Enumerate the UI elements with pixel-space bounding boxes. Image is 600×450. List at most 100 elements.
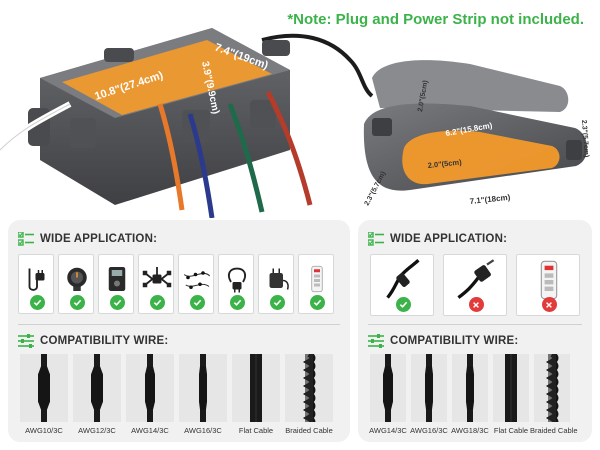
light-string-icon — [183, 271, 211, 290]
wire-tile — [534, 354, 570, 422]
red-cable — [265, 90, 313, 206]
wire-tile — [179, 354, 227, 422]
dim-small-inner-width: 2.0"(5cm) — [427, 157, 462, 170]
sliders-icon — [368, 334, 384, 348]
check-badge-icon — [269, 295, 285, 310]
wire-label: AWG10/3C — [25, 426, 63, 435]
extension-cord-icon — [386, 259, 420, 299]
round-timer-icon — [67, 267, 87, 291]
application-tile — [298, 254, 334, 314]
cable-icon — [425, 354, 433, 422]
left-application-heading: WIDE APPLICATION: — [18, 232, 157, 246]
wire-label: AWG18/3C — [451, 426, 489, 435]
application-tile — [58, 254, 94, 314]
cable-icon — [383, 354, 393, 422]
cable-icon — [466, 354, 474, 422]
wire-label: Flat Cable — [238, 426, 274, 435]
wire-label: AWG12/3C — [78, 426, 116, 435]
application-tile — [18, 254, 54, 314]
checklist-icon — [368, 232, 384, 246]
right-application-title: WIDE APPLICATION: — [390, 233, 508, 245]
cable-icon — [250, 354, 262, 422]
check-badge-icon — [109, 295, 125, 310]
wire-label: AWG16/3C — [184, 426, 222, 435]
wire-tile — [20, 354, 68, 422]
wall-charger-icon — [269, 268, 289, 290]
reject-badge-icon — [468, 297, 484, 312]
wire-tile — [126, 354, 174, 422]
check-badge-icon — [309, 295, 325, 310]
white-cable-outline — [0, 103, 71, 151]
small-cord-box — [363, 60, 588, 191]
cable-icon — [145, 354, 155, 422]
check-badge-icon — [149, 295, 165, 310]
application-tile — [218, 254, 254, 314]
wire-label: Braided Cable — [530, 426, 578, 435]
cable-icon — [38, 354, 50, 422]
dim-small-length: 7.1"(18cm) — [469, 193, 511, 206]
multi-outlet-splitter-icon — [142, 267, 172, 288]
power-strip-icon — [540, 260, 558, 300]
wire-label: Flat Cable — [493, 426, 529, 435]
application-tile — [98, 254, 134, 314]
wire-tile — [370, 354, 406, 422]
power-strip-icon — [311, 265, 323, 293]
small-box-highlight — [402, 130, 560, 185]
wire-label: AWG16/3C — [410, 426, 448, 435]
right-compatibility-panel: WIDE APPLICATION: COMPATIBILITY WIRE: AW… — [358, 220, 592, 442]
top-handle — [104, 48, 134, 62]
wire-tile — [73, 354, 121, 422]
check-badge-icon — [29, 295, 45, 310]
left-compatibility-panel: WIDE APPLICATION: COMPATIBILITY WIRE: AW… — [8, 220, 350, 442]
check-badge-icon — [69, 295, 85, 310]
right-compat-title: COMPATIBILITY WIRE: — [390, 335, 519, 347]
cable-icon — [505, 354, 517, 422]
wire-tile — [232, 354, 280, 422]
cable-icon — [199, 354, 207, 422]
interior-highlight — [62, 40, 272, 115]
reject-badge-icon — [541, 297, 557, 312]
cable-icon — [91, 354, 103, 422]
disclaimer-note: *Note: Plug and Power Strip not included… — [287, 11, 584, 28]
wire-tile — [285, 354, 333, 422]
plug-adapter-icon — [28, 268, 45, 291]
wire-tile — [452, 354, 488, 422]
application-tile — [178, 254, 214, 314]
application-tile — [138, 254, 174, 314]
right-divider — [368, 324, 582, 325]
application-tile — [443, 254, 507, 316]
right-application-heading: WIDE APPLICATION: — [368, 232, 507, 246]
check-badge-icon — [395, 297, 411, 312]
application-tile — [370, 254, 434, 316]
check-badge-icon — [229, 295, 245, 310]
dim-small-height: 2.3"(5.7cm) — [580, 120, 590, 158]
left-divider — [18, 324, 340, 325]
right-handle — [262, 40, 290, 56]
plug-head-icon — [457, 259, 495, 299]
green-cable — [227, 103, 265, 213]
sliders-icon — [18, 334, 34, 348]
left-application-title: WIDE APPLICATION: — [40, 233, 158, 245]
blue-cable — [187, 113, 215, 218]
left-compat-heading: COMPATIBILITY WIRE: — [18, 334, 168, 348]
right-compat-heading: COMPATIBILITY WIRE: — [368, 334, 518, 348]
digital-timer-icon — [108, 267, 126, 291]
application-tile — [516, 254, 580, 316]
black-power-cord — [261, 33, 374, 98]
wire-tile — [411, 354, 447, 422]
orange-cable — [157, 103, 185, 211]
cable-icon — [545, 354, 559, 422]
power-adapter-icon — [228, 267, 246, 293]
wire-tile — [493, 354, 529, 422]
product-hero: 10.8"(27.4cm) 7.4"(19cm) 3.9"(9.9cm) 2.0… — [0, 28, 590, 218]
cable-icon — [302, 354, 316, 422]
wire-label: AWG14/3C — [131, 426, 169, 435]
wire-label: Braided Cable — [285, 426, 333, 435]
check-badge-icon — [189, 295, 205, 310]
left-compat-title: COMPATIBILITY WIRE: — [40, 335, 169, 347]
wire-label: AWG14/3C — [369, 426, 407, 435]
checklist-icon — [18, 232, 34, 246]
application-tile — [258, 254, 294, 314]
small-box-lid — [372, 60, 569, 112]
